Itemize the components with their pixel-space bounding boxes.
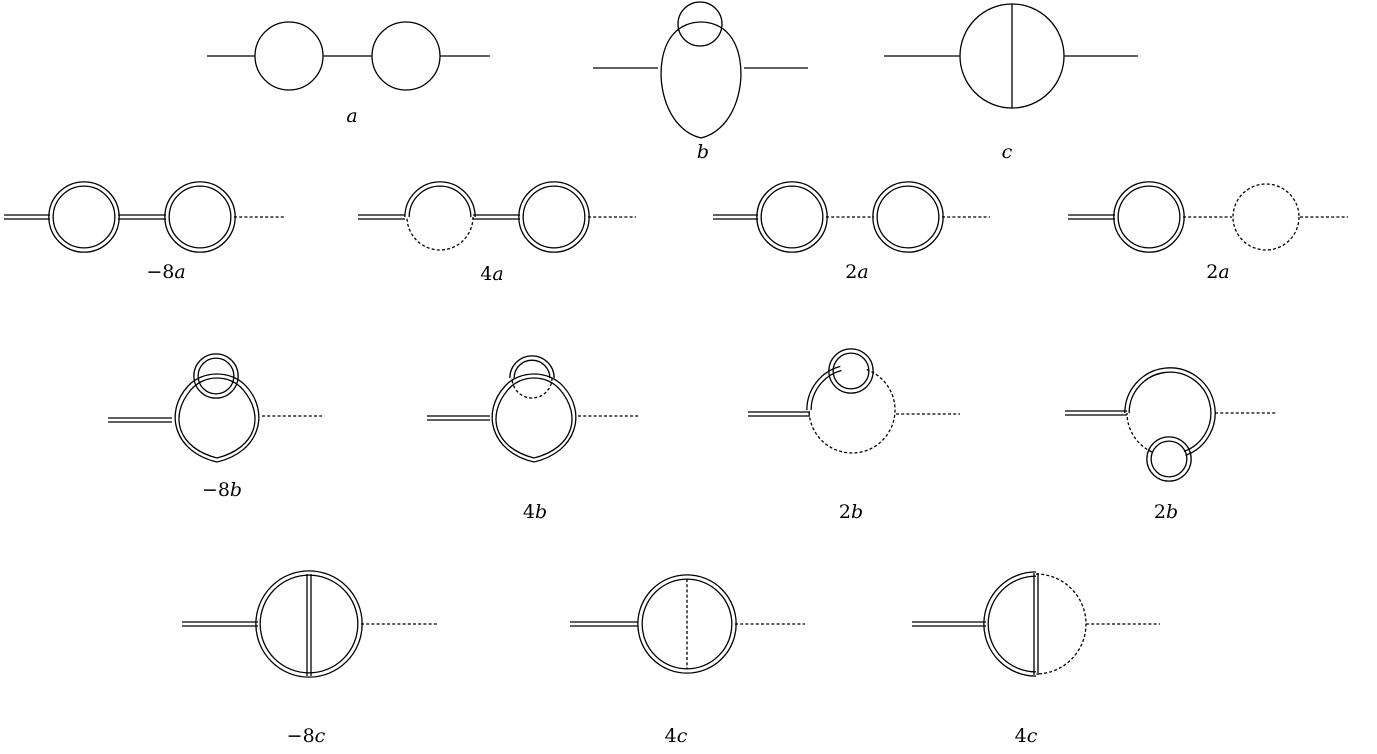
label-row-a-2: 4a xyxy=(480,263,503,285)
double-circle-outer xyxy=(756,181,828,253)
label-letter: b xyxy=(1166,501,1178,523)
dashed-arc xyxy=(808,368,896,454)
diagram-row-c-3 xyxy=(912,571,1160,677)
diagram-row-b-3 xyxy=(748,348,960,454)
double-loop-inner xyxy=(178,377,256,459)
double-circle-outer xyxy=(255,570,363,678)
label-letter: a xyxy=(346,105,357,127)
diagram-row-b-2 xyxy=(427,355,640,463)
dashed-circle xyxy=(1232,183,1300,251)
double-loop-inner xyxy=(495,377,573,459)
diagram-row-a-4 xyxy=(1068,181,1348,253)
double-circle-outer xyxy=(1113,181,1185,253)
double-circle-outer xyxy=(518,181,590,253)
label-coefficient: −8 xyxy=(146,261,174,283)
double-circle-inner xyxy=(52,185,116,249)
label-row-b-1: −8b xyxy=(202,479,242,501)
label-a: a xyxy=(346,105,357,127)
diagram-row-a-2 xyxy=(358,181,636,253)
solid-circle xyxy=(371,21,441,91)
double-arc-outer xyxy=(983,571,1037,677)
double-loop-outer xyxy=(174,373,260,463)
label-coefficient: 2 xyxy=(1206,261,1218,283)
double-circle-inner xyxy=(876,185,940,249)
double-circle-inner xyxy=(1150,440,1188,478)
double-arc-outer xyxy=(509,355,555,379)
label-coefficient: −8 xyxy=(287,725,315,747)
solid-circle xyxy=(677,1,723,47)
diagram-a xyxy=(207,21,490,91)
double-circle-outer xyxy=(164,181,236,253)
label-row-c-3: 4c xyxy=(1015,725,1038,747)
label-letter: b xyxy=(697,141,709,163)
label-coefficient: 4 xyxy=(523,501,535,523)
diagram-row-a-1 xyxy=(4,181,284,253)
label-letter: c xyxy=(1002,141,1013,163)
label-b: b xyxy=(697,141,709,163)
label-letter: b xyxy=(851,501,863,523)
diagram-row-b-1 xyxy=(108,353,322,463)
label-row-a-1: −8a xyxy=(146,261,185,283)
double-arc-inner xyxy=(810,369,842,411)
double-circle-inner xyxy=(522,185,586,249)
double-arc-outer xyxy=(806,365,841,411)
label-row-c-2: 4c xyxy=(665,725,688,747)
diagram-row-a-3 xyxy=(713,181,990,253)
double-circle-outer xyxy=(828,348,874,394)
double-circle-outer xyxy=(872,181,944,253)
label-row-b-2: 4b xyxy=(523,501,547,523)
double-circle-inner xyxy=(168,185,232,249)
diagram-row-b-4 xyxy=(1065,367,1276,482)
double-circle-outer xyxy=(1146,436,1192,482)
label-letter: c xyxy=(677,725,688,747)
label-coefficient: 4 xyxy=(1015,725,1027,747)
label-coefficient: 2 xyxy=(845,261,857,283)
label-letter: c xyxy=(1027,725,1038,747)
double-arc-outer xyxy=(1124,367,1216,457)
label-letter: a xyxy=(492,263,503,285)
label-letter: c xyxy=(315,725,326,747)
dashed-arc xyxy=(1126,412,1153,453)
double-circle-outer xyxy=(48,181,120,253)
label-c: c xyxy=(1002,141,1013,163)
double-arc-inner xyxy=(987,575,1037,673)
label-row-c-1: −8c xyxy=(287,725,326,747)
label-letter: b xyxy=(535,501,547,523)
diagram-b xyxy=(593,1,808,139)
double-circle-outer xyxy=(193,353,239,399)
solid-loop xyxy=(660,21,742,139)
label-row-b-4: 2b xyxy=(1154,501,1178,523)
diagram-c xyxy=(884,3,1138,109)
label-letter: a xyxy=(1218,261,1229,283)
label-row-b-3: 2b xyxy=(839,501,863,523)
dashed-arc xyxy=(1035,573,1087,675)
label-coefficient: 2 xyxy=(1154,501,1166,523)
double-loop-outer xyxy=(491,373,577,463)
label-coefficient: 2 xyxy=(839,501,851,523)
label-coefficient: 4 xyxy=(665,725,677,747)
double-arc-outer xyxy=(404,181,476,218)
dashed-arc xyxy=(511,377,553,399)
double-arc-inner xyxy=(408,185,472,218)
double-circle-inner xyxy=(832,352,870,390)
label-coefficient: −8 xyxy=(202,479,230,501)
label-row-a-4: 2a xyxy=(1206,261,1229,283)
label-coefficient: 4 xyxy=(480,263,492,285)
dashed-arc xyxy=(406,216,474,251)
double-circle-inner xyxy=(641,578,733,670)
label-letter: a xyxy=(174,261,185,283)
double-circle-inner xyxy=(259,574,359,674)
diagram-row-c-2 xyxy=(570,574,805,674)
double-arc-inner xyxy=(1128,371,1212,453)
label-row-a-3: 2a xyxy=(845,261,868,283)
double-circle-inner xyxy=(760,185,824,249)
double-circle-inner xyxy=(197,357,235,395)
diagram-row-c-1 xyxy=(182,570,438,678)
label-letter: a xyxy=(857,261,868,283)
double-circle-inner xyxy=(1117,185,1181,249)
double-arc-inner xyxy=(513,359,551,379)
label-letter: b xyxy=(230,479,242,501)
solid-circle xyxy=(254,21,324,91)
